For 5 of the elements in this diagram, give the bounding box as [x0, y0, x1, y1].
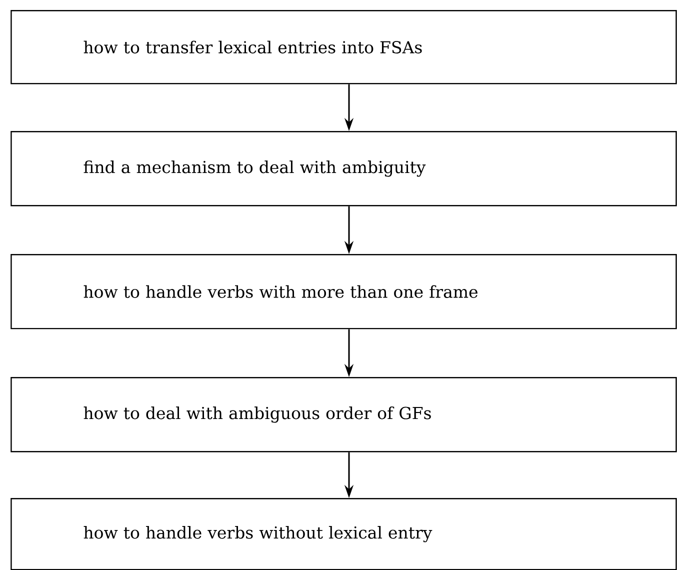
process-box: how to deal with ambiguous order of GFs [10, 377, 677, 452]
process-box: how to transfer lexical entries into FSAs [10, 10, 677, 84]
process-box: find a mechanism to deal with ambiguity [10, 131, 677, 206]
process-box: how to handle verbs without lexical entry [10, 498, 677, 570]
process-box: how to handle verbs with more than one frame [10, 254, 677, 330]
